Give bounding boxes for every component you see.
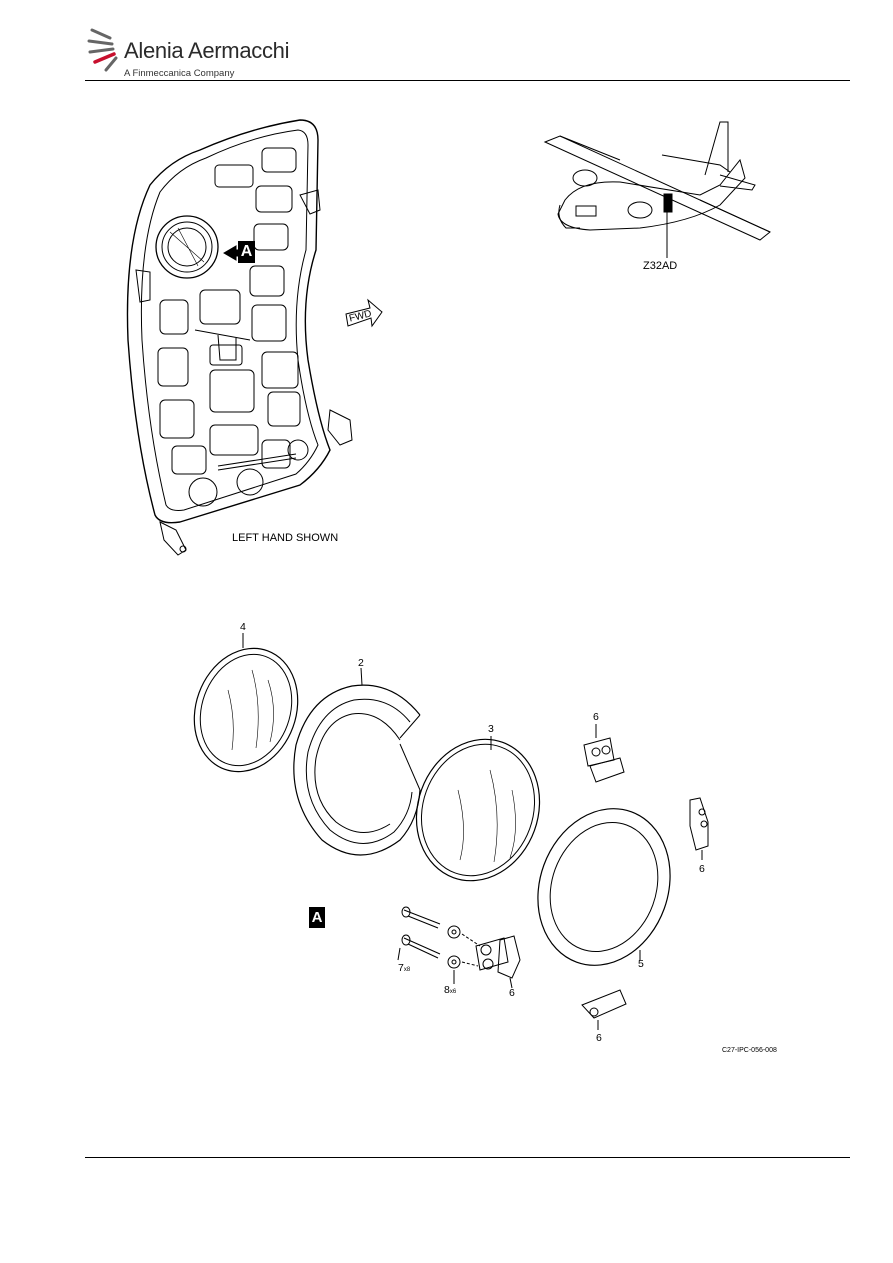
figure-id: C27-IPC-056-008 bbox=[722, 1047, 777, 1054]
brand-tagline: A Finmeccanica Company bbox=[124, 68, 235, 79]
callout-8-qty: x6 bbox=[449, 989, 457, 995]
callout-6-bottom: 6 bbox=[596, 1032, 602, 1044]
callout-6-top: 6 bbox=[593, 711, 599, 723]
footer-rule bbox=[85, 1157, 850, 1158]
callout-2: 2 bbox=[358, 657, 364, 669]
left-hand-shown-note: LEFT HAND SHOWN bbox=[232, 532, 339, 544]
zone-label: Z32AD bbox=[643, 260, 678, 272]
callout-7-number: 7 bbox=[398, 962, 404, 974]
view-a-marker: A bbox=[238, 241, 255, 263]
callout-8-number: 8 bbox=[444, 984, 450, 996]
callout-7: 7x8 bbox=[398, 962, 410, 974]
callout-7-qty: x8 bbox=[403, 967, 411, 973]
callout-8: 8x6 bbox=[444, 984, 456, 996]
callout-4: 4 bbox=[240, 621, 246, 633]
view-a-label: A bbox=[309, 907, 325, 928]
brand-name: Alenia Aermacchi bbox=[124, 38, 290, 63]
callout-5: 5 bbox=[638, 958, 644, 970]
header-rule bbox=[85, 80, 850, 81]
company-logo bbox=[86, 24, 122, 74]
callout-6-center: 6 bbox=[509, 987, 515, 999]
logo-swoosh-icon bbox=[87, 28, 118, 72]
callout-6-right: 6 bbox=[699, 863, 705, 875]
callout-3: 3 bbox=[488, 723, 494, 735]
